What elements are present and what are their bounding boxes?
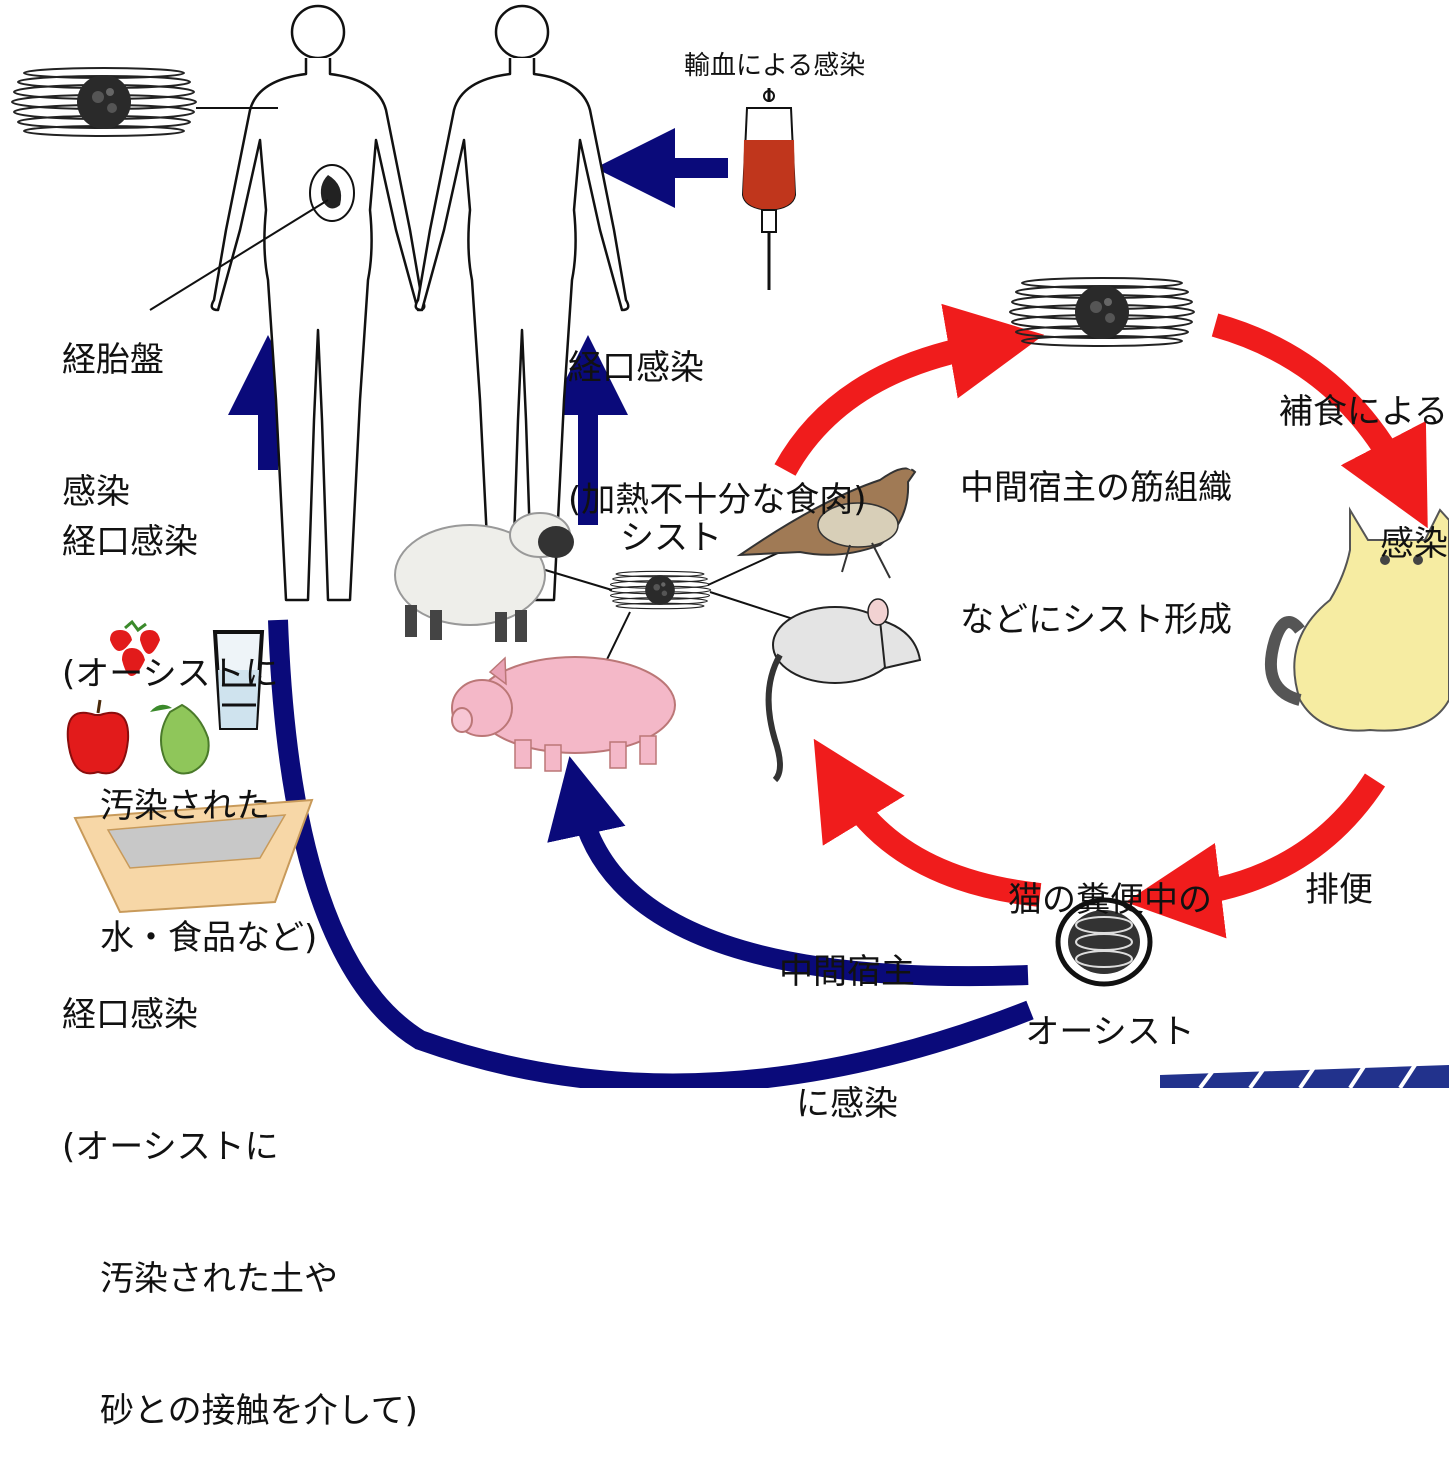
- red-arrow-to-muscle: [774, 303, 1045, 476]
- pear-icon: [150, 703, 210, 775]
- litter-box-icon: [73, 798, 314, 914]
- toxoplasma-lifecycle-diagram: [11, 4, 1449, 1088]
- pig-icon: [451, 656, 676, 772]
- sheep-icon: [394, 512, 574, 642]
- muscle-cyst-icon: [1009, 277, 1195, 347]
- label-cyst: シスト: [620, 518, 722, 558]
- cat-icon: [1264, 506, 1449, 732]
- fetus-icon: [309, 164, 355, 222]
- muscle-cyst-icon: [11, 67, 197, 137]
- label-muscle-cyst: 中間宿主の筋組織 などにシスト形成: [960, 468, 1232, 640]
- label-transfusion: 輸血による感染: [684, 51, 866, 81]
- strawberry-icon: [110, 619, 160, 676]
- water-glass-icon: [212, 630, 265, 730]
- transplacental-pointer: [149, 199, 329, 311]
- oocyst-icon: [1055, 897, 1153, 987]
- label-oral-soil: 経口感染 (オーシストに 汚染された土や 砂との接触を介して): [62, 995, 418, 1431]
- apple-icon: [66, 699, 130, 775]
- red-arrow-to-intermediate: [813, 738, 1042, 907]
- label-oocyst-feces: 猫の糞便中の オーシスト: [1008, 880, 1212, 1052]
- logo-icon: [1160, 1063, 1449, 1088]
- label-transplacental: 経胎盤 感染: [62, 340, 164, 512]
- blood-bag-icon: [741, 88, 797, 290]
- label-excretion: 排便: [1305, 870, 1373, 910]
- rat-icon: [765, 598, 922, 783]
- label-oral-meat: 経口感染 (加熱不十分な食肉): [568, 348, 867, 520]
- label-predation: 補食による 感染: [1279, 392, 1448, 564]
- muscle-cyst-icon: [608, 570, 712, 610]
- label-intermediate-infection: 中間宿主 に感染: [779, 952, 915, 1124]
- red-arrow-to-cat: [1211, 313, 1428, 529]
- bird-icon: [736, 461, 917, 579]
- blue-arrow-to-pig: [547, 756, 1029, 987]
- label-oral-water: 経口感染 (オーシストに 汚染された 水・食品など): [62, 522, 318, 958]
- red-arrow-excretion: [1125, 773, 1386, 939]
